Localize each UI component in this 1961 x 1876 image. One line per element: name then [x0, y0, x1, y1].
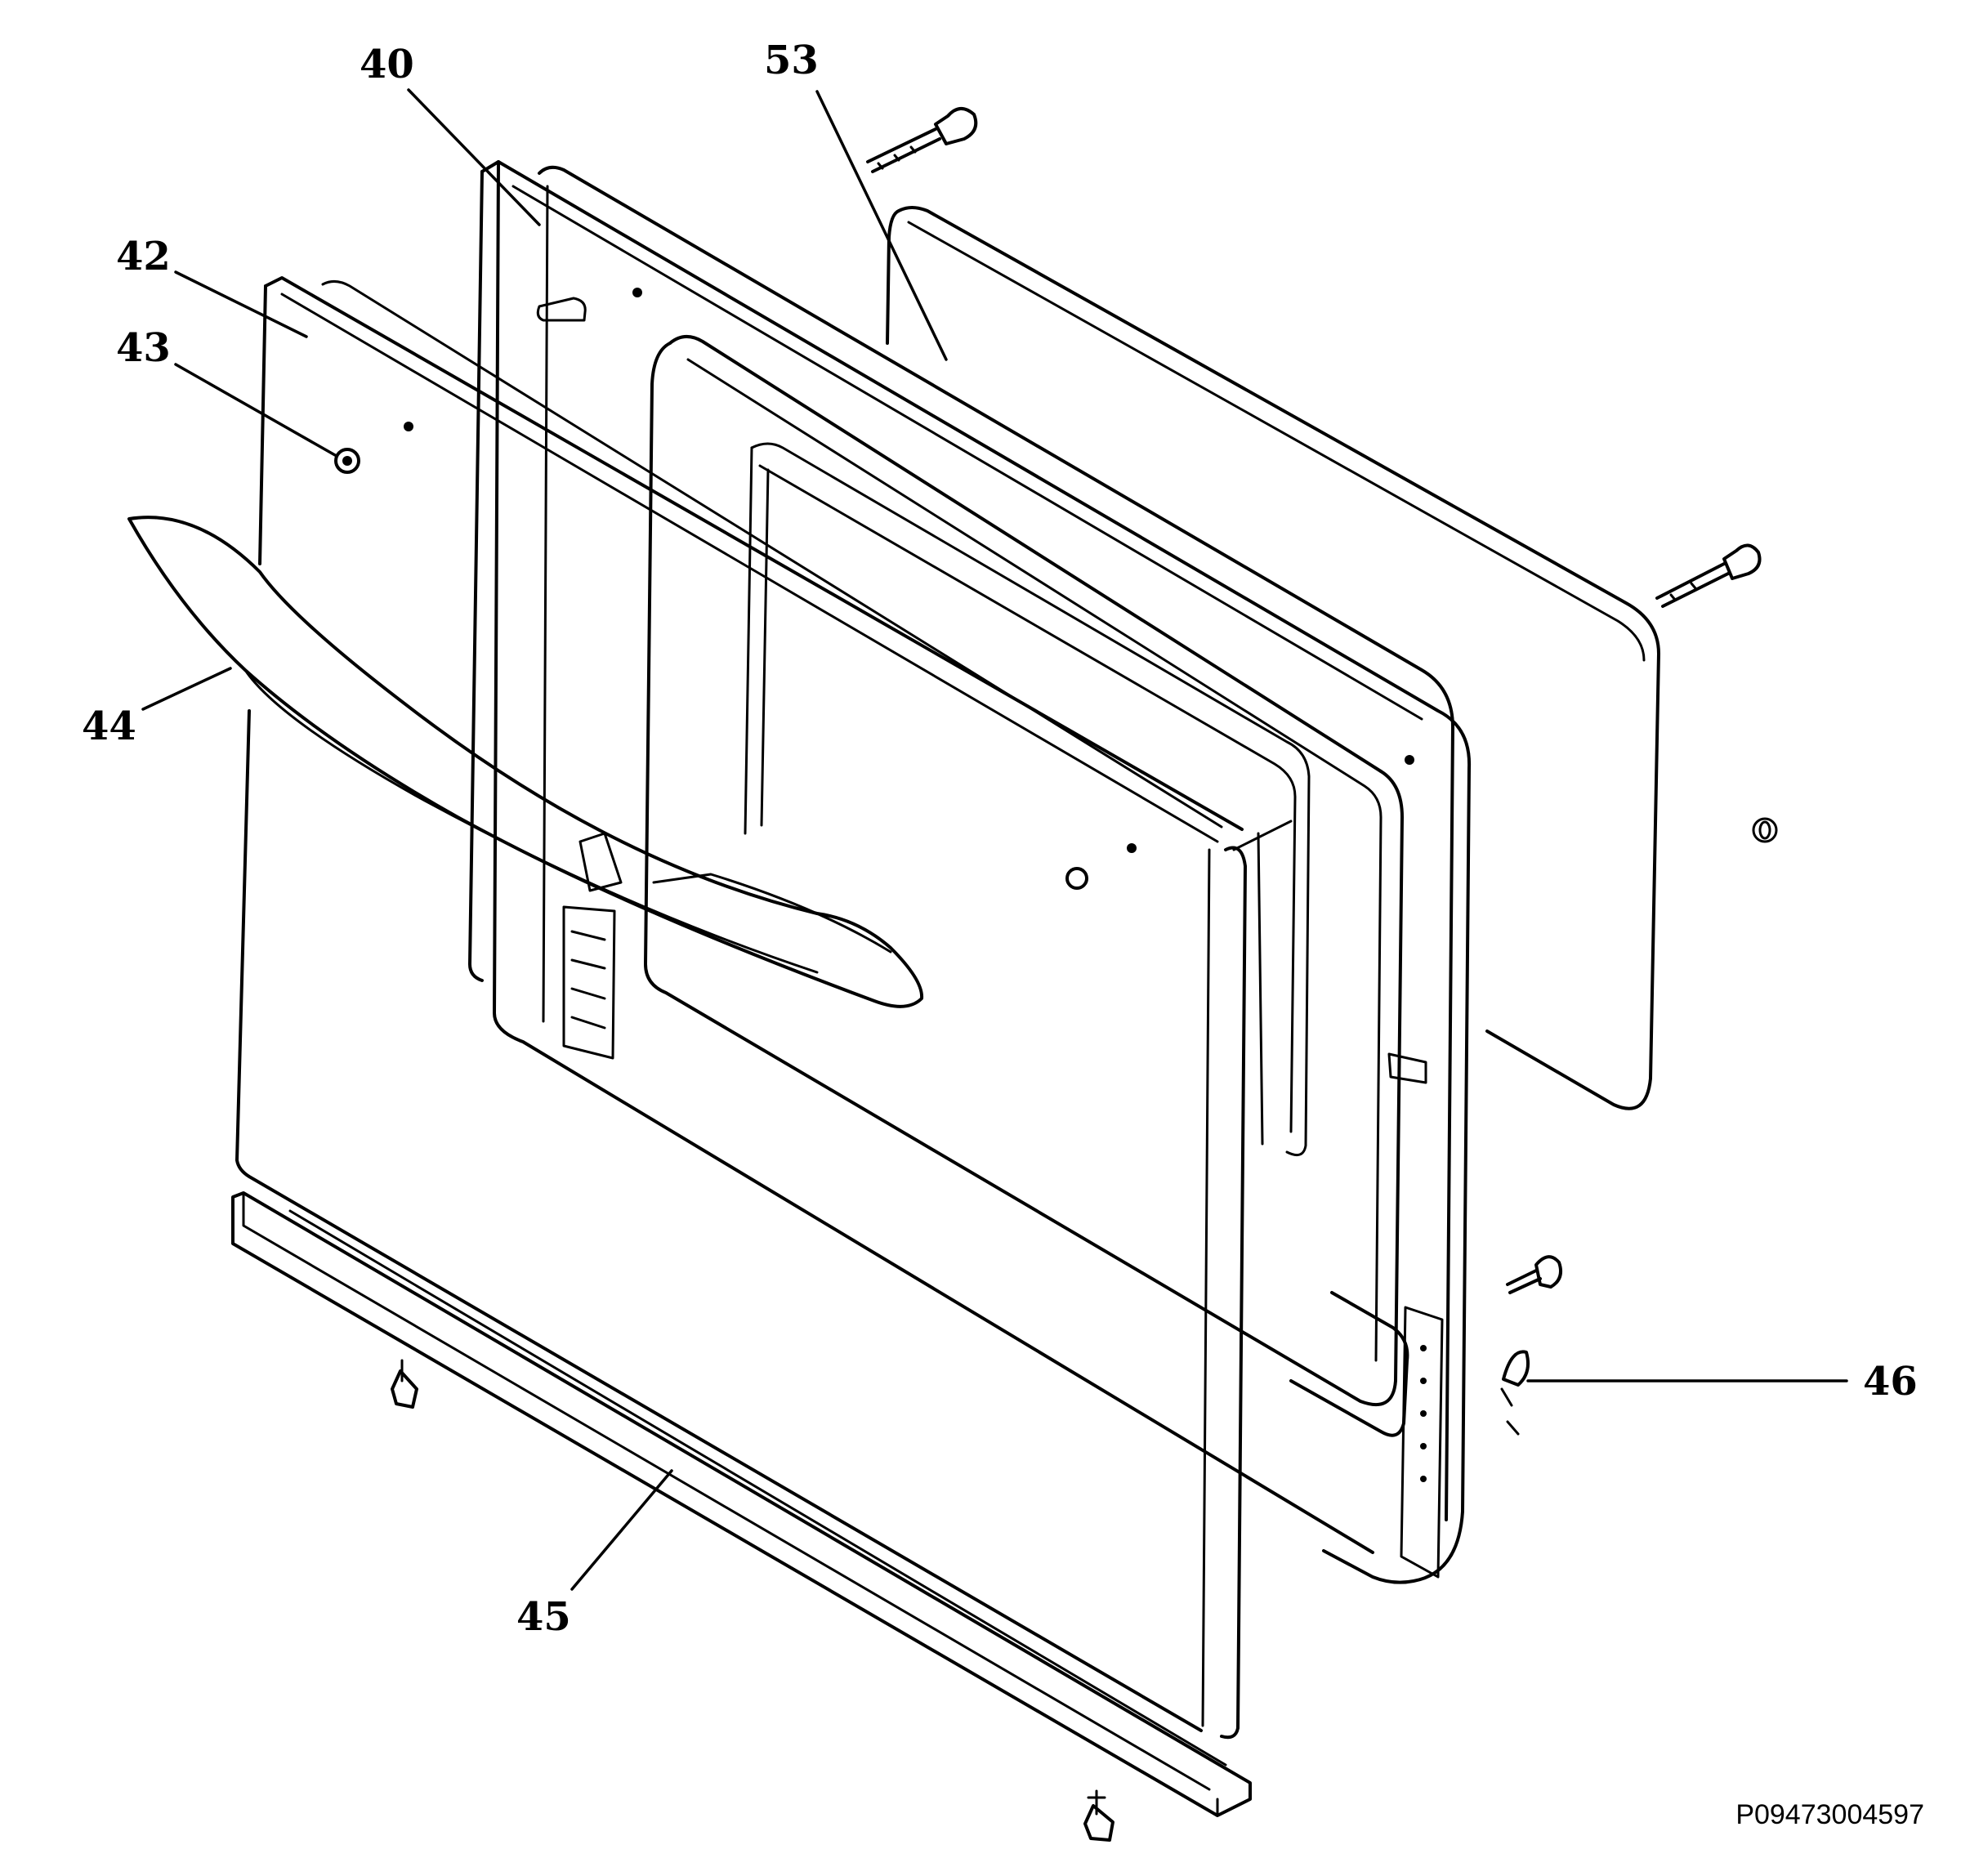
callout-42: 42 [116, 234, 171, 279]
screw-right-side [1506, 1255, 1562, 1294]
screw-bottom-center [1083, 1789, 1115, 1842]
bottom-trim-strip [231, 1191, 1252, 1817]
screw-top-right-2 [1655, 543, 1762, 608]
panel-screw-43 [334, 448, 360, 474]
callout-44: 44 [82, 704, 136, 749]
callout-40: 40 [360, 42, 414, 87]
screw-top-right-1 [866, 107, 978, 173]
outer-door-panel [235, 276, 1293, 1740]
hinge-pin-46 [1500, 1350, 1530, 1436]
door-handle [127, 516, 924, 1008]
callout-46: 46 [1863, 1359, 1918, 1405]
callout-43: 43 [116, 325, 171, 371]
callout-45: 45 [516, 1594, 571, 1640]
rear-glass-panel [886, 206, 1778, 1110]
drawing-code: P09473004597 [1735, 1799, 1924, 1830]
leader-lines [141, 88, 1848, 1591]
inner-door-frame [468, 160, 1472, 1584]
callout-53: 53 [764, 38, 819, 83]
screw-bottom-left [391, 1359, 418, 1409]
